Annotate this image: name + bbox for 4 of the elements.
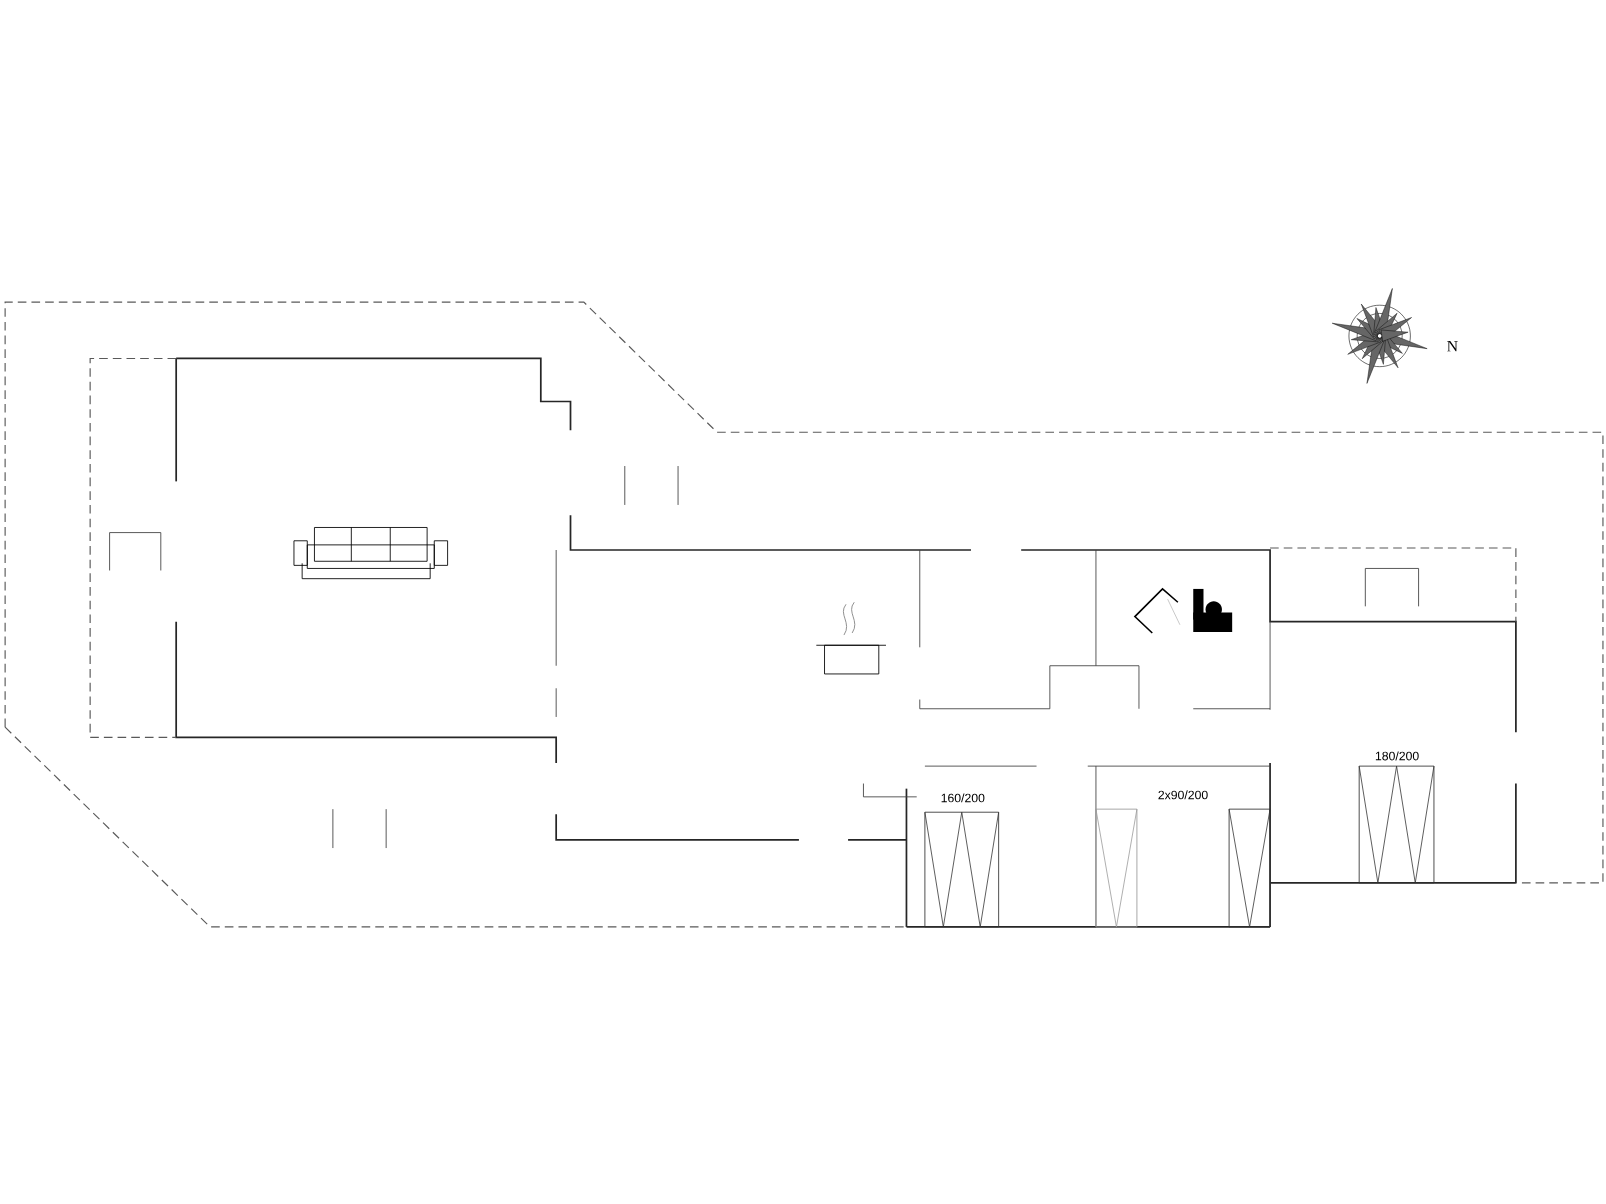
- bed-size-label: 160/200: [941, 793, 985, 803]
- bed-size-label: 2x90/200: [1158, 790, 1208, 800]
- bed-size-label: 180/200: [1375, 751, 1419, 761]
- north-label: N: [1447, 340, 1458, 352]
